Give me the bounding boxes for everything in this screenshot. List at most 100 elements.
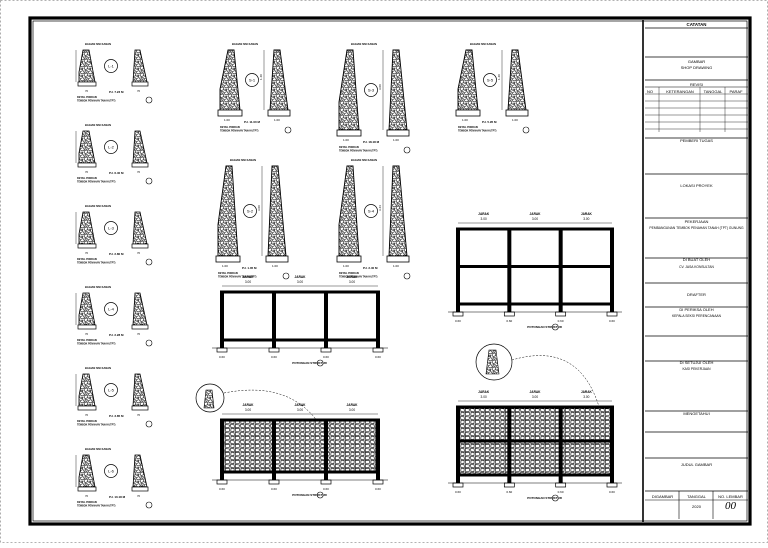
column-footing (320, 347, 332, 353)
section-header: BAGIAN SISI KANAN (85, 447, 111, 451)
span-dim: 3.00 (481, 395, 487, 399)
caption: DETAIL PONDASI (77, 96, 97, 99)
section-tag: L-2 (108, 145, 115, 150)
north-marker (551, 323, 559, 331)
wall-footing (131, 81, 149, 87)
detail-callout (475, 343, 513, 381)
stone-infill (222, 420, 378, 472)
detail-wall (203, 389, 215, 409)
column-dim: 0.60 (375, 355, 381, 359)
column-footing (452, 482, 464, 488)
caption: DETAIL PONDASI (220, 126, 240, 129)
wall-footing (131, 243, 149, 249)
wall-body (338, 165, 360, 257)
column-dim: 0.60 (219, 355, 225, 359)
footing-dim: 70 (137, 413, 141, 417)
wall-body (78, 130, 96, 164)
footing-dim: 1.00 (224, 118, 230, 122)
column-footing (606, 311, 618, 317)
column-footing (503, 482, 515, 488)
section-tag: L-1 (108, 64, 115, 69)
section-tag: S-1 (249, 78, 256, 83)
north-marker (145, 177, 153, 185)
column-footing (320, 479, 332, 485)
north-marker (403, 146, 411, 154)
span-dim: 3.00 (245, 408, 251, 412)
column-dim: 0.60 (455, 490, 461, 494)
column-dim: 0.60 (558, 319, 564, 323)
footing-dim: 1.00 (272, 264, 278, 268)
wall-footing (265, 255, 289, 263)
north-marker (403, 272, 411, 280)
span-label: JARAK (530, 212, 542, 216)
north-marker (522, 126, 530, 134)
column-footing (555, 311, 567, 317)
drafter: DRAFTER (687, 292, 706, 297)
column-footing (503, 311, 515, 317)
wall-body (388, 165, 408, 257)
frame-column (558, 227, 563, 315)
section-tag: L-4 (108, 307, 115, 312)
pekerjaan-value: PEMBANGUNAN TEMBOK PENAHAN TANAH (TPT) G… (649, 226, 744, 230)
wall-footing (77, 243, 97, 249)
section-tag-circle (104, 383, 118, 397)
section-tag-circle (104, 221, 118, 235)
span-label: JARAK (347, 403, 359, 407)
wall-footing (455, 109, 481, 117)
footing-dim: 70 (137, 251, 141, 255)
wall-footing (386, 129, 410, 137)
length-label: PJ. 2.40 M (363, 266, 378, 270)
section-tag: S-4 (368, 209, 375, 214)
drawing-value: SHOP DRAWING (680, 65, 713, 70)
section-tag: L-3 (108, 226, 115, 231)
footing-dim: 70 (85, 89, 89, 93)
wall-footing (131, 324, 149, 330)
column-footing (606, 482, 618, 488)
wall-footing (336, 255, 362, 263)
caption: TEMBOK PENAHAN TANAH (TPT) (339, 150, 378, 153)
span-label: JARAK (478, 212, 490, 216)
caption: DETAIL PONDASI (339, 146, 359, 149)
column-dim: 0.60 (506, 490, 512, 494)
wall-body (78, 211, 96, 245)
footing-dim: 1.00 (222, 264, 228, 268)
wall-body (507, 49, 527, 111)
section-header: BAGIAN SISI KANAN (351, 42, 377, 46)
footing-dim: 70 (137, 170, 141, 174)
frame-beam (456, 405, 614, 409)
caption: DETAIL PONDASI (77, 339, 97, 342)
wall-body (132, 211, 148, 245)
frame-beam (456, 227, 614, 231)
mengetahui: MENGETAHUI (683, 411, 710, 416)
section-tag-circle (483, 73, 497, 87)
span-dim: 3.00 (349, 280, 355, 284)
section-tag-circle (104, 464, 118, 478)
footing-dim: 70 (137, 494, 141, 498)
detail-callout (195, 383, 225, 413)
caption: DETAIL PONDASI (77, 501, 97, 504)
column-dim: 0.60 (609, 490, 615, 494)
caption: DETAIL PONDASI (339, 272, 359, 275)
wall-body (78, 292, 96, 326)
length-label: PJ. 2.80 M (109, 252, 124, 256)
frame-column (324, 290, 328, 351)
caption: DETAIL PONDASI (77, 177, 97, 180)
length-label: PJ. 3.85 M (109, 414, 124, 418)
footer-no-lembar: NO. LEMBAR (718, 494, 743, 499)
section-tag-circle (243, 204, 257, 218)
section-tag-circle (364, 83, 378, 97)
wall-footing (217, 109, 243, 117)
revisi-col-tanggal: TANGGAL (703, 89, 723, 94)
height-label: 3.00 (378, 84, 382, 90)
